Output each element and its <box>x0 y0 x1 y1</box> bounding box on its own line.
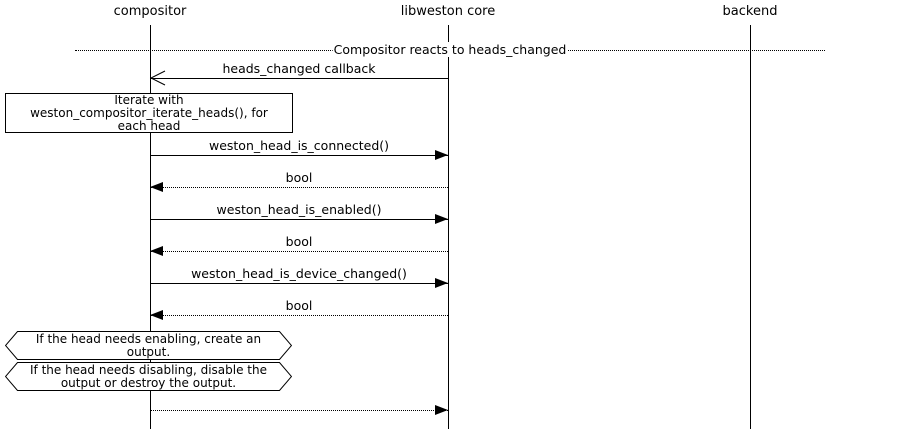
message-label: weston_head_is_device_changed() <box>191 266 407 281</box>
return-line <box>150 315 448 316</box>
filled-arrowhead-icon <box>435 150 448 160</box>
participant-label-backend: backend <box>722 4 778 19</box>
filled-arrowhead-icon <box>435 405 448 415</box>
hexagon-note-enabling: If the head needs enabling, create an ou… <box>5 331 292 360</box>
hexagon-shape <box>5 331 292 360</box>
filled-arrowhead-icon <box>150 182 163 192</box>
message-line <box>150 283 448 284</box>
filled-arrowhead-icon <box>435 278 448 288</box>
lifeline-backend <box>750 25 751 429</box>
message-label: bool <box>285 170 313 185</box>
return-line <box>150 410 448 411</box>
filled-arrowhead-icon <box>150 246 163 256</box>
filled-arrowhead-icon <box>435 214 448 224</box>
return-line <box>150 187 448 188</box>
hexagon-note-text: If the head needs disabling, disable the… <box>29 362 267 390</box>
hexagon-note-disabling: If the head needs disabling, disable the… <box>5 362 292 391</box>
hexagon-note-text: If the head needs enabling, create an ou… <box>35 331 262 359</box>
message-label: bool <box>285 234 313 249</box>
divider-label: Compositor reacts to heads_changed <box>332 42 568 57</box>
lifeline-libweston-core <box>448 25 449 429</box>
open-arrowhead-icon <box>149 70 166 86</box>
message-label: weston_head_is_enabled() <box>216 202 382 217</box>
message-line <box>150 78 448 79</box>
message-line <box>150 155 448 156</box>
note-iterate-heads: Iterate with weston_compositor_iterate_h… <box>5 93 293 133</box>
return-line <box>150 251 448 252</box>
message-label: weston_head_is_connected() <box>208 138 390 153</box>
message-line <box>150 219 448 220</box>
hexagon-shape <box>5 362 292 391</box>
participant-label-libweston-core: libweston core <box>400 4 496 19</box>
participant-label-compositor: compositor <box>113 4 187 19</box>
lifeline-compositor <box>150 25 151 429</box>
message-label: bool <box>285 298 313 313</box>
filled-arrowhead-icon <box>150 310 163 320</box>
message-label: heads_changed callback <box>222 61 376 76</box>
